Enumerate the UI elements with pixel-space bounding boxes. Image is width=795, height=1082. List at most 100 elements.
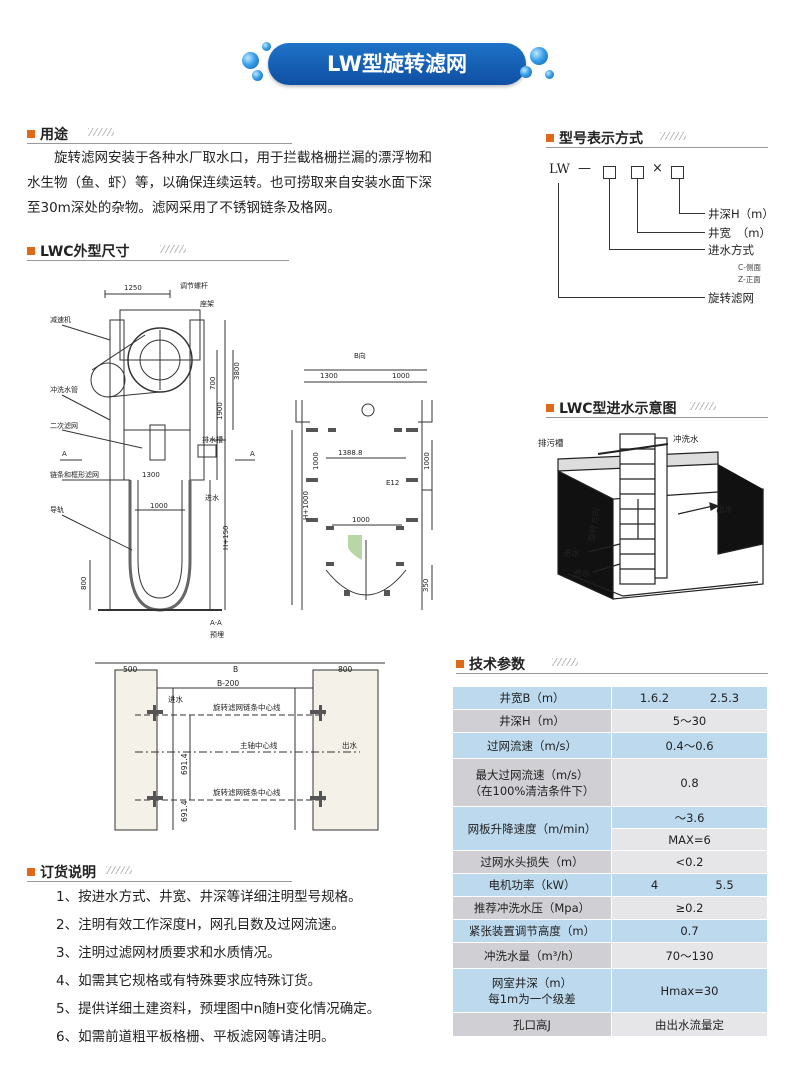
model-label-width: 井宽 （m） [708,226,771,240]
decor-dot [242,52,259,69]
dim-label: 旋转滤网链条中心线 [213,702,281,712]
param-value: MAX=6 [611,828,768,851]
dim-label: 500 [123,665,138,674]
model-header: 型号表示方式 [546,127,643,149]
section-marker [27,868,35,876]
decor-dot [530,47,548,65]
order-title: 订货说明 [40,865,96,881]
banner-title: LW型旋转滤网 [327,52,467,76]
section-rule [456,673,768,674]
b-view-drawing: B向 1300 1000 1388.8 1000 1000 1000 H+100… [291,351,433,610]
table-row: 过网水头损失（m） <0.2 [452,850,768,874]
section-marker [546,134,554,142]
leader-line [637,232,705,233]
dim-label: 1000 [150,502,168,510]
dim-label: 座架 [200,299,214,308]
dim-label: 1300 [320,372,338,380]
section-marker [27,130,35,138]
model-label-name: 旋转滤网 [708,291,754,305]
decor-dot [252,70,263,81]
diagram-label-wash: 冲洗水 [673,434,699,445]
table-row: 网板升降速度（m/min） ～3.6 [452,806,768,851]
model-label-depth: 井深H（m） [708,207,774,221]
leader-line [609,249,705,250]
param-key-line: 每1m为一个级差 [488,991,576,1006]
usage-text: 旋转滤网安装于各种水厂取水口，用于拦截格栅拦漏的漂浮物和 水生物（鱼、虾）等，以… [27,146,497,221]
dim-label: 1388.8 [338,449,363,457]
model-box-width [631,166,644,179]
dim-label: 链条和框形滤网 [50,470,99,479]
table-row: 紧张装置调节高度（m） 0.7 [452,919,768,943]
dim-label: 预埋 [210,630,224,639]
dim-label: 800 [338,665,353,674]
dim-label: 1000 [312,452,320,470]
param-value-a: 1.6.2 [639,691,670,705]
dim-label: 691.4 [180,800,189,822]
dim-label: 进水 [168,694,183,704]
param-value: 0.8 [611,758,768,807]
order-item: 3、注明过滤网材质要求和水质情况。 [56,945,281,961]
table-row: 冲洗水量（m³/h） 70～130 [452,942,768,969]
param-key-line: 网室井深（m） [491,975,573,990]
param-value-b: 2.5.3 [709,691,740,705]
section-marker [456,660,464,668]
leader-line [679,179,680,213]
leader-line [679,213,705,214]
section-rule [27,260,289,261]
leader-line [637,179,638,232]
order-item: 2、注明有效工作深度H，网孔目数及过网流速。 [56,917,345,933]
dim-label: 出水 [342,740,357,750]
param-key: 网板升降速度（m/min） [452,806,612,851]
table-row: 最大过网流速（m/s） （在100%清洁条件下） 0.8 [452,758,768,807]
usage-line: 水生物（鱼、虾）等，以确保连续运转。也可捞取来自安装水面下深 [27,175,432,191]
plan-view-drawing: 500 800 B B-200 旋转滤网链条中心线 主轴中心线 旋转滤网链条中心… [95,662,385,831]
order-item: 6、如需前道粗平板格栅、平板滤网等请注明。 [56,1029,335,1045]
dim-label: 1000 [392,372,410,380]
table-row: 过网流速（m/s） 0.4～0.6 [452,732,768,759]
dim-label: B向 [354,351,366,360]
param-key: 最大过网流速（m/s） （在100%清洁条件下） [452,758,612,807]
order-item: 1、按进水方式、井宽、井深等详细注明型号规格。 [56,889,362,905]
section-rule [27,143,292,144]
diagram-title: LWC型进水示意图 [559,401,677,417]
dim-label: 减速机 [50,315,71,324]
dim-label: 3800 [233,362,241,380]
usage-line: 旋转滤网安装于各种水厂取水口，用于拦截格栅拦漏的漂浮物和 [54,150,432,166]
leader-line [558,297,705,298]
dim-label: 691.4 [180,753,189,775]
param-key: 推荐冲洗水压（Mpa） [452,896,612,920]
param-value: 70～130 [611,942,768,969]
section-marker [27,247,35,255]
dim-label: 800 [80,577,88,590]
dim-label: B-200 [217,679,239,688]
param-value: <0.2 [611,850,768,874]
param-value: ～3.6 [611,806,768,829]
dim-label: A [250,450,255,458]
leader-line [609,179,610,249]
param-value: 0.4～0.6 [611,732,768,759]
section-rule [27,881,292,882]
param-key: 过网流速（m/s） [452,732,612,759]
section-hatch [88,128,114,136]
dim-label: 导轨 [50,505,64,514]
param-value: Hmax=30 [611,968,768,1013]
dim-label: A [62,450,67,458]
dim-label: 主轴中心线 [240,740,278,750]
decor-dot [545,70,554,79]
section-hatch [690,402,716,410]
param-key: 过网水头损失（m） [452,850,612,874]
param-key: 孔口高J [452,1012,612,1037]
decor-dot [262,42,271,51]
model-dash: — [578,161,591,176]
model-label-c: C-侧面 [738,263,761,272]
diagram-label-inlet1: 进水 [563,548,581,559]
param-value-b: 5.5 [715,878,734,892]
param-value: ≥0.2 [611,896,768,920]
table-row: 孔口高J 由出水流量定 [452,1012,768,1037]
table-row: 井深H（m） 5～30 [452,709,768,733]
leader-line [558,183,559,297]
diagram-label-outlet: 出水 [716,504,734,515]
param-key-line: （在100%清洁条件下） [469,783,595,798]
